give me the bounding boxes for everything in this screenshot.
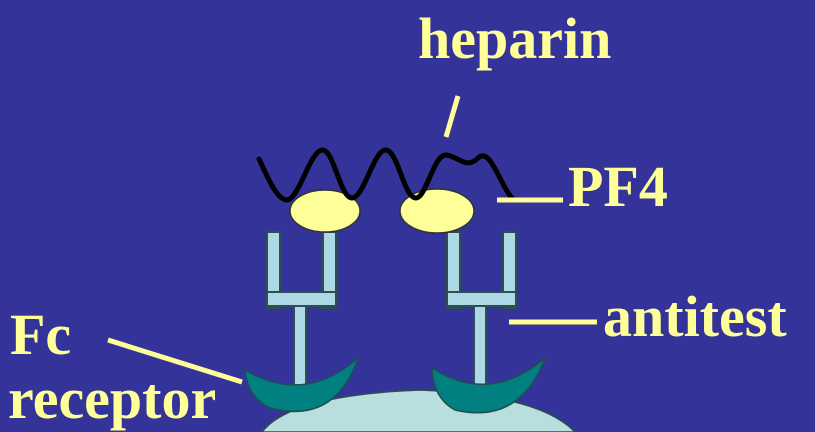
heparin-leader <box>446 96 458 137</box>
antibody-right <box>447 232 516 398</box>
receptor-label: receptor <box>8 370 216 428</box>
antitest-label: antitest <box>603 288 787 346</box>
fc-label: Fc <box>10 306 71 364</box>
pf4-label: PF4 <box>568 158 668 216</box>
antibody-left <box>267 232 336 398</box>
heparin-label: heparin <box>418 10 611 68</box>
fc-receptor-right <box>432 358 545 413</box>
heparin-chain <box>259 150 512 200</box>
